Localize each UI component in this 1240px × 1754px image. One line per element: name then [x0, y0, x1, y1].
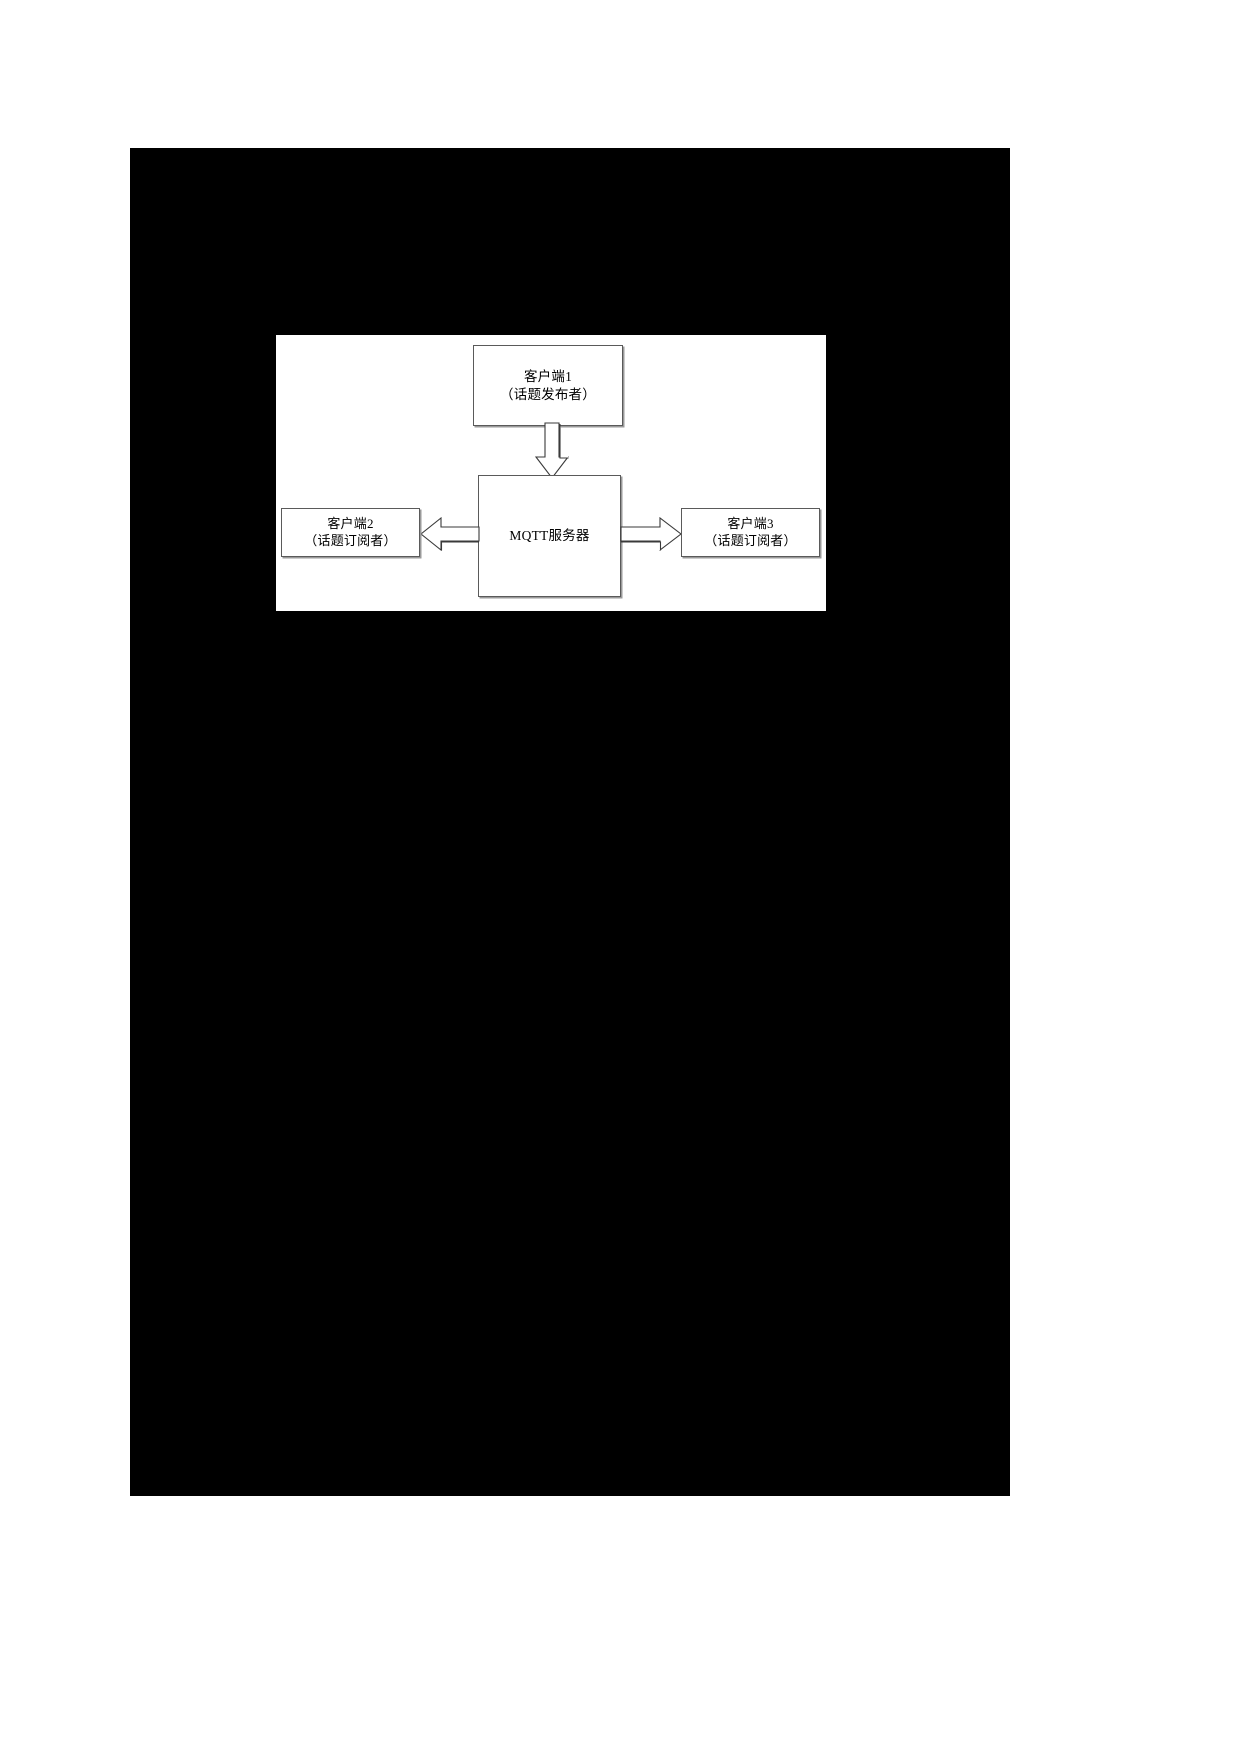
node-label-line-2: （话题订阅者）: [304, 532, 397, 548]
diagram-node-client-1-publisher: 客户端1 （话题发布者）: [473, 345, 623, 426]
scanned-page-area: 客户端1 （话题发布者） MQTT服务器 客户端2 （话题订阅者）: [130, 148, 1010, 1496]
diagram-arrow-broker-to-subscriber-3: [620, 516, 682, 552]
node-label-line-1: 客户端2: [327, 515, 374, 531]
diagram-figure-panel: 客户端1 （话题发布者） MQTT服务器 客户端2 （话题订阅者）: [276, 335, 826, 611]
node-label-line-1: 客户端3: [727, 515, 774, 531]
node-label-line-1: 客户端1: [523, 369, 573, 385]
diagram-arrow-broker-to-subscriber-2: [420, 516, 480, 552]
diagram-node-client-2-subscriber: 客户端2 （话题订阅者）: [281, 508, 420, 557]
node-label-line-2: （话题订阅者）: [704, 532, 797, 548]
node-label-line-1: MQTT服务器: [509, 528, 590, 544]
diagram-arrow-publisher-to-broker: [534, 422, 570, 479]
diagram-node-client-3-subscriber: 客户端3 （话题订阅者）: [681, 508, 820, 557]
diagram-node-mqtt-broker: MQTT服务器: [478, 475, 621, 597]
node-label-line-2: （话题发布者）: [500, 386, 596, 402]
